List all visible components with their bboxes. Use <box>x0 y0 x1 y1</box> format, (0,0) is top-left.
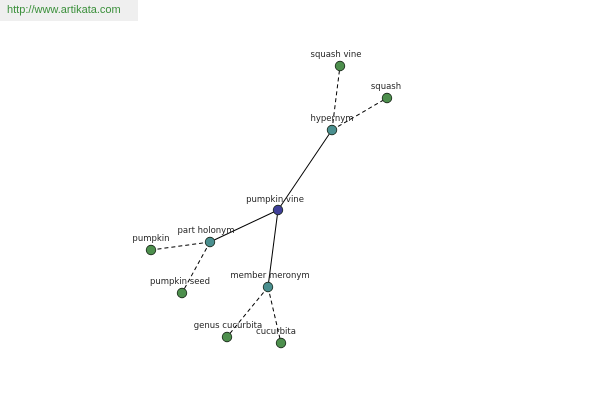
edge-member-meronym-to-genus-cucurbita <box>226 286 269 338</box>
artikata-url-link[interactable]: http://www.artikata.com <box>0 0 138 21</box>
node-genus-cucurbita[interactable] <box>221 331 233 343</box>
node-label-hypernym: hypernym <box>310 114 353 124</box>
edge-member-meronym-to-cucurbita <box>267 286 282 344</box>
node-squash-vine[interactable] <box>334 60 346 72</box>
labels-layer: pumpkin vine hypernym squash vine squash par… <box>132 50 401 337</box>
edge-hypernym-to-squash-vine <box>331 65 341 131</box>
edge-pumpkin-vine-to-part-holonym <box>209 209 279 243</box>
node-squash[interactable] <box>381 92 393 104</box>
node-label-squash: squash <box>371 82 401 92</box>
edges-layer <box>150 65 388 344</box>
node-label-pumpkin-vine: pumpkin vine <box>246 195 304 205</box>
edge-part-holonym-to-pumpkin-seed <box>181 241 211 294</box>
edge-pumpkin-vine-to-member-meronym <box>267 209 279 288</box>
node-label-squash-vine: squash vine <box>311 50 362 60</box>
node-label-cucurbita: cucurbita <box>256 327 296 337</box>
node-part-holonym[interactable] <box>204 236 216 248</box>
node-hypernym[interactable] <box>326 124 338 136</box>
node-label-pumpkin-seed: pumpkin seed <box>150 277 210 287</box>
node-pumpkin-seed[interactable] <box>176 287 188 299</box>
node-label-part-holonym: part holonym <box>178 226 235 236</box>
node-label-genus-cucurbita: genus cucurbita <box>194 321 262 331</box>
node-label-pumpkin: pumpkin <box>132 234 169 244</box>
node-label-member-meronym: member meronym <box>230 271 309 281</box>
edge-hypernym-to-squash <box>331 97 388 131</box>
edge-pumpkin-vine-to-hypernym <box>277 129 333 211</box>
node-cucurbita[interactable] <box>275 337 287 349</box>
nodes-layer <box>145 60 393 349</box>
node-pumpkin[interactable] <box>145 244 157 256</box>
node-member-meronym[interactable] <box>262 281 274 293</box>
edge-part-holonym-to-pumpkin <box>150 241 211 251</box>
node-pumpkin-vine[interactable] <box>272 204 284 216</box>
